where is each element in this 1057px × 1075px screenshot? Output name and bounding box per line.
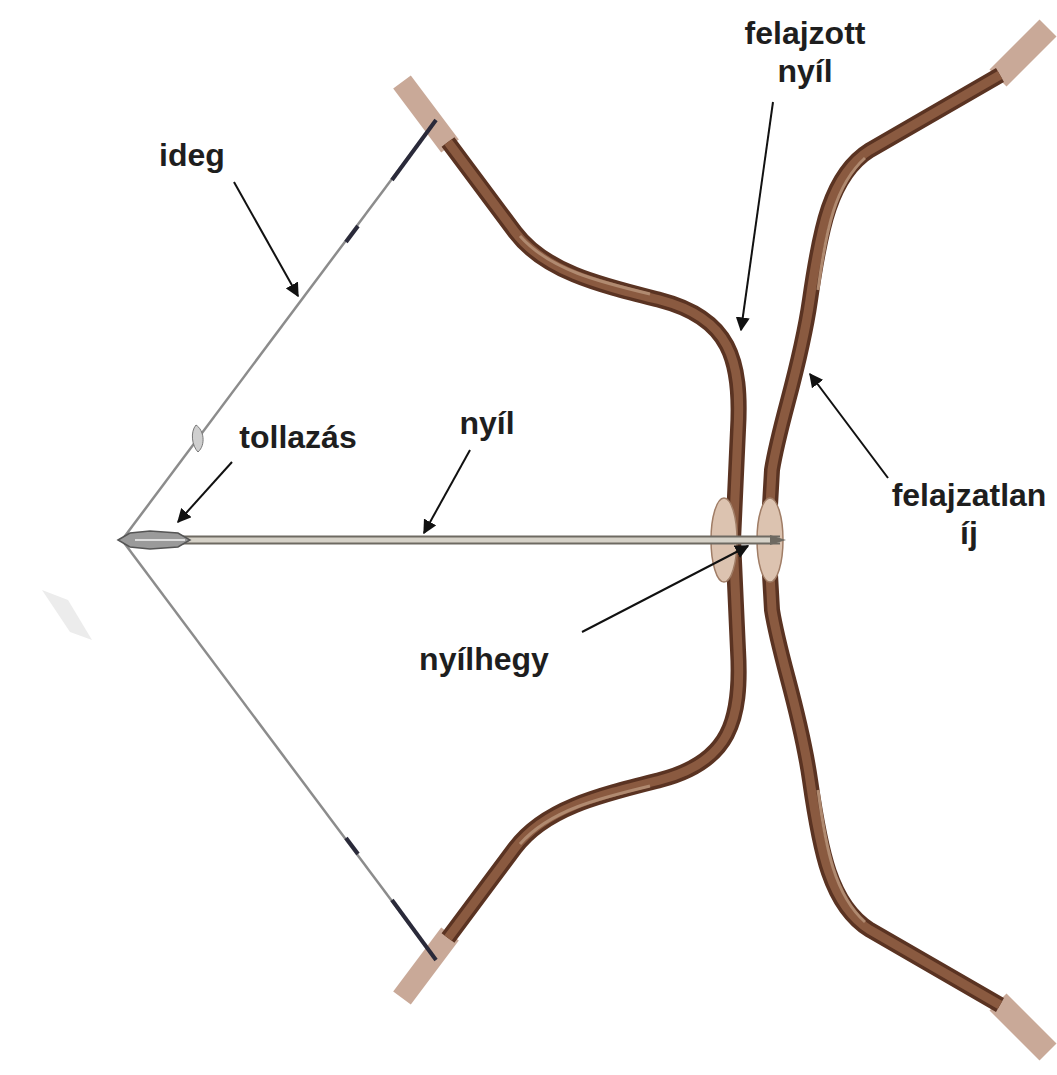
unstrung-bow bbox=[768, 28, 1048, 541]
leader-line bbox=[424, 450, 470, 533]
unstrung-bow bbox=[768, 539, 1048, 1052]
part-label: nyíl bbox=[427, 404, 547, 442]
part-label: felajzatlan íj bbox=[888, 476, 1050, 553]
fletching bbox=[118, 531, 190, 549]
leader-line bbox=[582, 546, 748, 632]
watermark-mark bbox=[42, 590, 92, 640]
leader-line bbox=[234, 182, 298, 296]
part-label: ideg bbox=[112, 136, 272, 174]
part-label: felajzott nyíl bbox=[718, 14, 893, 91]
leader-lines bbox=[178, 102, 888, 632]
leader-line bbox=[741, 102, 773, 330]
arrowhead bbox=[770, 535, 786, 545]
leader-line bbox=[178, 462, 232, 522]
fletching bbox=[135, 539, 185, 541]
part-label: nyílhegy bbox=[374, 640, 594, 678]
part-label: tollazás bbox=[198, 418, 398, 456]
string-knot bbox=[192, 425, 203, 452]
strung-bow bbox=[122, 539, 739, 998]
leader-line bbox=[810, 374, 888, 478]
arrow-shaft bbox=[124, 538, 780, 543]
arrow-shaft bbox=[124, 536, 780, 545]
